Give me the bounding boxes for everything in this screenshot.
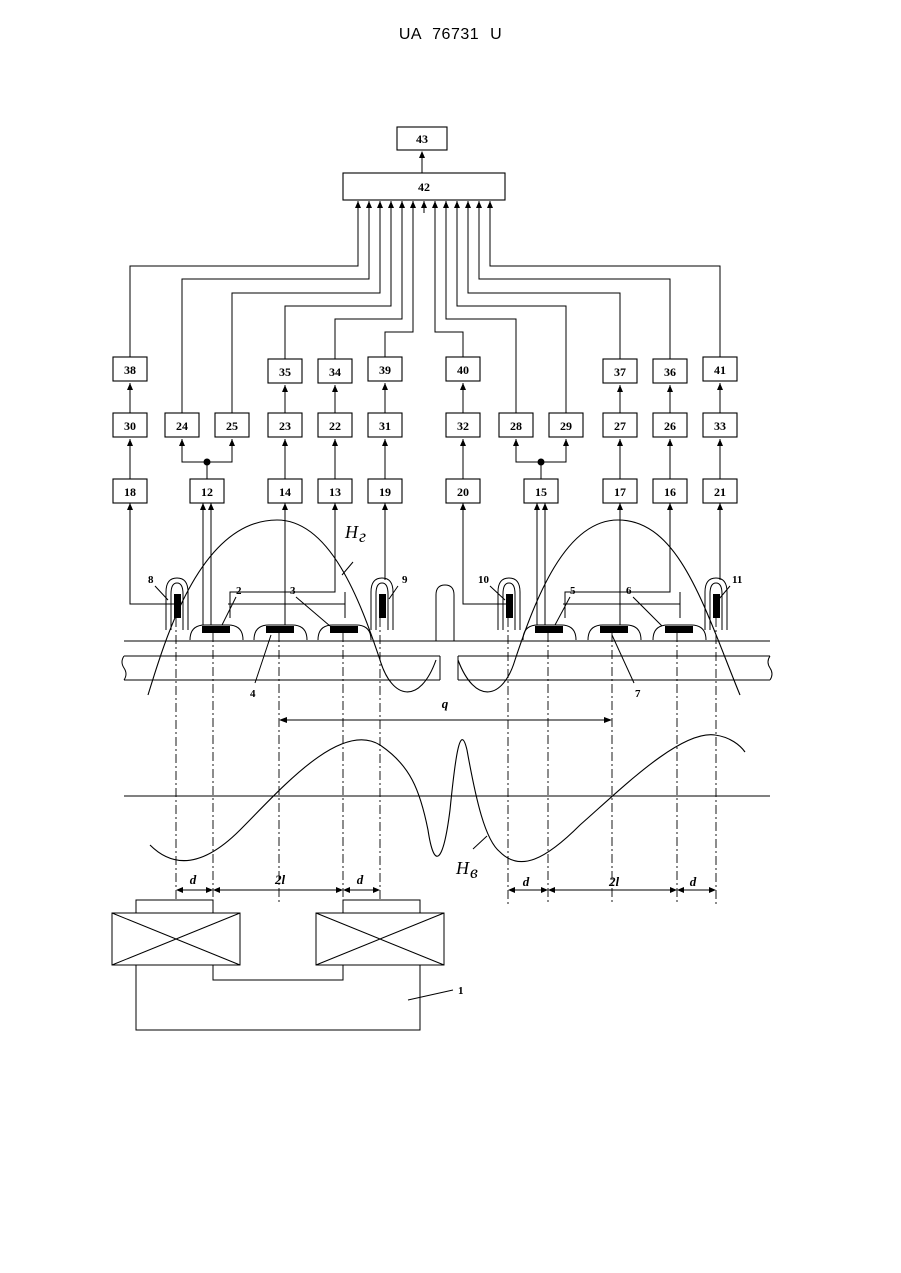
svg-text:31: 31 <box>379 419 391 433</box>
svg-text:q: q <box>442 696 449 711</box>
svg-text:29: 29 <box>560 419 572 433</box>
block-43: 43 <box>397 127 447 150</box>
svg-text:11: 11 <box>732 574 742 586</box>
svg-text:21: 21 <box>714 485 726 499</box>
bus-arrowheads <box>355 201 493 208</box>
svg-text:40: 40 <box>457 363 469 377</box>
svg-text:36: 36 <box>664 365 676 379</box>
block-36: 36 <box>653 359 687 383</box>
probe-9 <box>371 578 393 630</box>
svg-text:27: 27 <box>614 419 626 433</box>
svg-text:4: 4 <box>250 688 256 700</box>
block-35: 35 <box>268 359 302 383</box>
svg-text:6: 6 <box>626 585 632 597</box>
field-curve-upper <box>148 520 740 695</box>
svg-text:17: 17 <box>614 485 626 499</box>
block-32: 32 <box>446 413 480 437</box>
block-12: 12 <box>190 479 224 503</box>
svg-text:28: 28 <box>510 419 522 433</box>
block-31: 31 <box>368 413 402 437</box>
svg-text:9: 9 <box>402 574 408 586</box>
svg-text:33: 33 <box>714 419 726 433</box>
svg-text:H: H <box>344 522 359 542</box>
block-15: 15 <box>524 479 558 503</box>
svg-text:2l: 2l <box>608 874 620 889</box>
svg-text:18: 18 <box>124 485 136 499</box>
block-21: 21 <box>703 479 737 503</box>
block-38: 38 <box>113 357 147 381</box>
block-39: 39 <box>368 357 402 381</box>
svg-text:30: 30 <box>124 419 136 433</box>
magnetizer-1 <box>112 900 453 1030</box>
block-20: 20 <box>446 479 480 503</box>
svg-text:25: 25 <box>226 419 238 433</box>
block-23: 23 <box>268 413 302 437</box>
svg-text:d: d <box>190 872 197 887</box>
block-24: 24 <box>165 413 199 437</box>
svg-text:41: 41 <box>714 363 726 377</box>
block-17: 17 <box>603 479 637 503</box>
block-13: 13 <box>318 479 352 503</box>
svg-text:d: d <box>523 874 530 889</box>
svg-text:в: в <box>470 862 478 882</box>
block-28: 28 <box>499 413 533 437</box>
svg-text:16: 16 <box>664 485 676 499</box>
svg-text:7: 7 <box>635 688 641 700</box>
sensor-arrowheads <box>127 503 723 510</box>
svg-text:d: d <box>357 872 364 887</box>
svg-text:8: 8 <box>148 574 154 586</box>
block-19: 19 <box>368 479 402 503</box>
callouts <box>155 586 730 683</box>
svg-text:32: 32 <box>457 419 469 433</box>
block-41: 41 <box>703 357 737 381</box>
svg-text:3: 3 <box>290 585 296 597</box>
svg-text:22: 22 <box>329 419 341 433</box>
block-14: 14 <box>268 479 302 503</box>
block-33: 33 <box>703 413 737 437</box>
svg-text:г: г <box>359 526 366 546</box>
svg-text:26: 26 <box>664 419 676 433</box>
svg-text:2: 2 <box>236 585 242 597</box>
block-22: 22 <box>318 413 352 437</box>
svg-text:42: 42 <box>418 180 430 194</box>
field-label-upper: H г <box>344 522 366 546</box>
block-18: 18 <box>113 479 147 503</box>
field-curve-lower <box>124 735 770 862</box>
svg-text:15: 15 <box>535 485 547 499</box>
svg-text:24: 24 <box>176 419 188 433</box>
svg-text:38: 38 <box>124 363 136 377</box>
svg-text:10: 10 <box>478 574 490 586</box>
svg-text:2l: 2l <box>274 872 286 887</box>
block-27: 27 <box>603 413 637 437</box>
svg-text:19: 19 <box>379 485 391 499</box>
block-25: 25 <box>215 413 249 437</box>
dashed-projections <box>176 618 716 905</box>
svg-text:43: 43 <box>416 132 428 146</box>
svg-text:12: 12 <box>201 485 213 499</box>
svg-text:39: 39 <box>379 363 391 377</box>
svg-text:14: 14 <box>279 485 291 499</box>
block-26: 26 <box>653 413 687 437</box>
block-29: 29 <box>549 413 583 437</box>
dimension-q: q <box>279 696 612 723</box>
block-30: 30 <box>113 413 147 437</box>
svg-text:34: 34 <box>329 365 341 379</box>
svg-text:35: 35 <box>279 365 291 379</box>
svg-text:d: d <box>690 874 697 889</box>
svg-text:13: 13 <box>329 485 341 499</box>
svg-text:5: 5 <box>570 585 576 597</box>
block-37: 37 <box>603 359 637 383</box>
svg-text:1: 1 <box>458 985 464 997</box>
block-42: 42 <box>343 173 505 200</box>
block-16: 16 <box>653 479 687 503</box>
coil-cores <box>202 626 693 633</box>
svg-text:20: 20 <box>457 485 469 499</box>
field-label-lower: H в <box>455 858 478 882</box>
svg-text:23: 23 <box>279 419 291 433</box>
svg-text:H: H <box>455 858 470 878</box>
svg-text:37: 37 <box>614 365 626 379</box>
block-40: 40 <box>446 357 480 381</box>
block-34: 34 <box>318 359 352 383</box>
